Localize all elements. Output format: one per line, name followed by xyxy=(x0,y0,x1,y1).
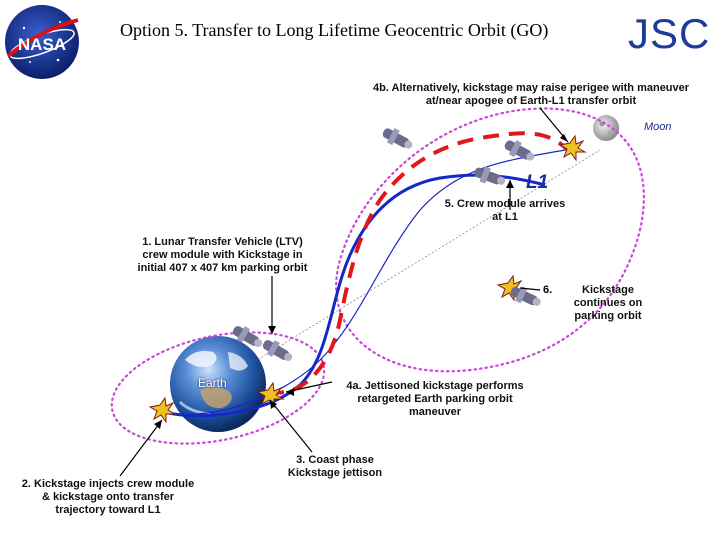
callout-arrow-2 xyxy=(119,419,163,477)
spacecraft-icon xyxy=(504,140,535,161)
jsc-brand: JSC xyxy=(628,10,711,57)
earth xyxy=(170,336,266,432)
spacecraft-icon xyxy=(232,326,263,347)
nasa-logo-text: NASA xyxy=(18,35,66,54)
arrowhead-icon xyxy=(268,326,276,334)
arrowhead-icon xyxy=(286,388,294,396)
burst-icon xyxy=(558,134,587,162)
label-step-4b: 4b. Alternatively, kickstage may raise p… xyxy=(372,82,690,107)
spacecraft-icon xyxy=(510,286,541,306)
callout-arrow-6 xyxy=(519,287,541,291)
label-step-1: 1. Lunar Transfer Vehicle (LTV) crew mod… xyxy=(137,236,308,274)
label-step-5: 5. Crew module arrives at L1 xyxy=(444,198,566,223)
label-step-4a: 4a. Jettisoned kickstage performs retarg… xyxy=(346,380,524,418)
label-step-2: 2. Kickstage injects crew module & kicks… xyxy=(21,478,195,516)
slide-title: Option 5. Transfer to Long Lifetime Geoc… xyxy=(120,20,549,40)
arrowhead-icon xyxy=(270,400,277,409)
label-step-3: 3. Coast phase Kickstage jettison xyxy=(287,454,383,479)
label-earth: Earth xyxy=(198,376,227,390)
burst-icon xyxy=(148,396,177,424)
l1-parking-orbit xyxy=(335,107,645,373)
transfer-trajectory-secondary xyxy=(159,149,566,415)
spacecraft-icon xyxy=(474,166,506,185)
label-l1: L1 xyxy=(526,172,549,193)
nasa-logo: NASA xyxy=(5,5,79,79)
kickstage-path xyxy=(267,131,570,395)
label-step-6: Kickstage continues on parking orbit xyxy=(573,284,643,322)
arrowhead-icon xyxy=(560,134,568,142)
moon xyxy=(593,115,619,141)
callout-arrow-3 xyxy=(269,399,313,453)
arrowhead-icon xyxy=(154,420,162,429)
burst-icon xyxy=(256,381,285,409)
spacecraft-icon xyxy=(382,128,413,149)
arrowhead-icon xyxy=(506,180,514,188)
label-moon: Moon xyxy=(644,121,672,133)
label-step-6-number: 6. xyxy=(543,284,553,296)
spacecraft-icon xyxy=(262,340,293,361)
